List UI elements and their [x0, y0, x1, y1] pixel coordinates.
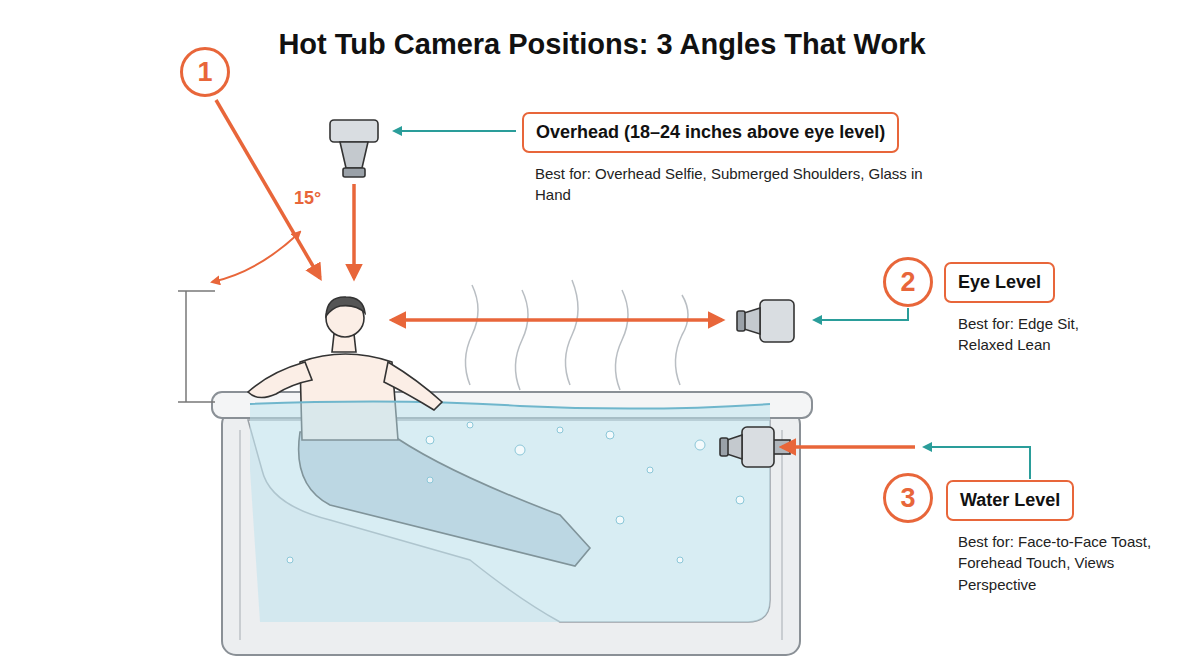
box-heading: Eye Level: [944, 262, 1055, 303]
callout-number: 3: [883, 473, 933, 523]
camera-eye-level: [737, 300, 794, 342]
best-for-note: Best for: Overhead Selfie, Submerged Sho…: [535, 163, 960, 207]
label-box: Overhead (18–24 inches above eye level)B…: [522, 112, 899, 153]
steam: [465, 280, 688, 390]
best-for-note: Best for: Edge Sit, Relaxed Lean: [958, 313, 1123, 357]
leader-arrows: [394, 131, 1030, 479]
view-arrows: [212, 100, 915, 447]
arms: [248, 362, 442, 410]
angle-label: 15°: [292, 188, 323, 209]
water: [250, 401, 770, 622]
best-for-note: Best for: Face-to-Face Toast, Forehead T…: [958, 531, 1168, 596]
hot-tub: [212, 392, 812, 655]
label-box: Water LevelBest for: Face-to-Face Toast,…: [946, 480, 1074, 521]
camera-water-level: [720, 427, 790, 467]
callout-digit: 2: [900, 269, 915, 296]
box-heading: Water Level: [946, 480, 1074, 521]
callout-digit: 1: [197, 59, 212, 86]
dimension-bracket: [178, 291, 215, 402]
callout-digit: 3: [900, 485, 915, 512]
diagram-title: Hot Tub Camera Positions: 3 Angles That …: [0, 28, 1204, 61]
callout-number: 1: [180, 47, 230, 97]
box-heading: Overhead (18–24 inches above eye level): [522, 112, 899, 153]
label-box: Eye LevelBest for: Edge Sit, Relaxed Lea…: [944, 262, 1055, 303]
callout-number: 2: [883, 257, 933, 307]
camera-overhead: [330, 120, 378, 177]
